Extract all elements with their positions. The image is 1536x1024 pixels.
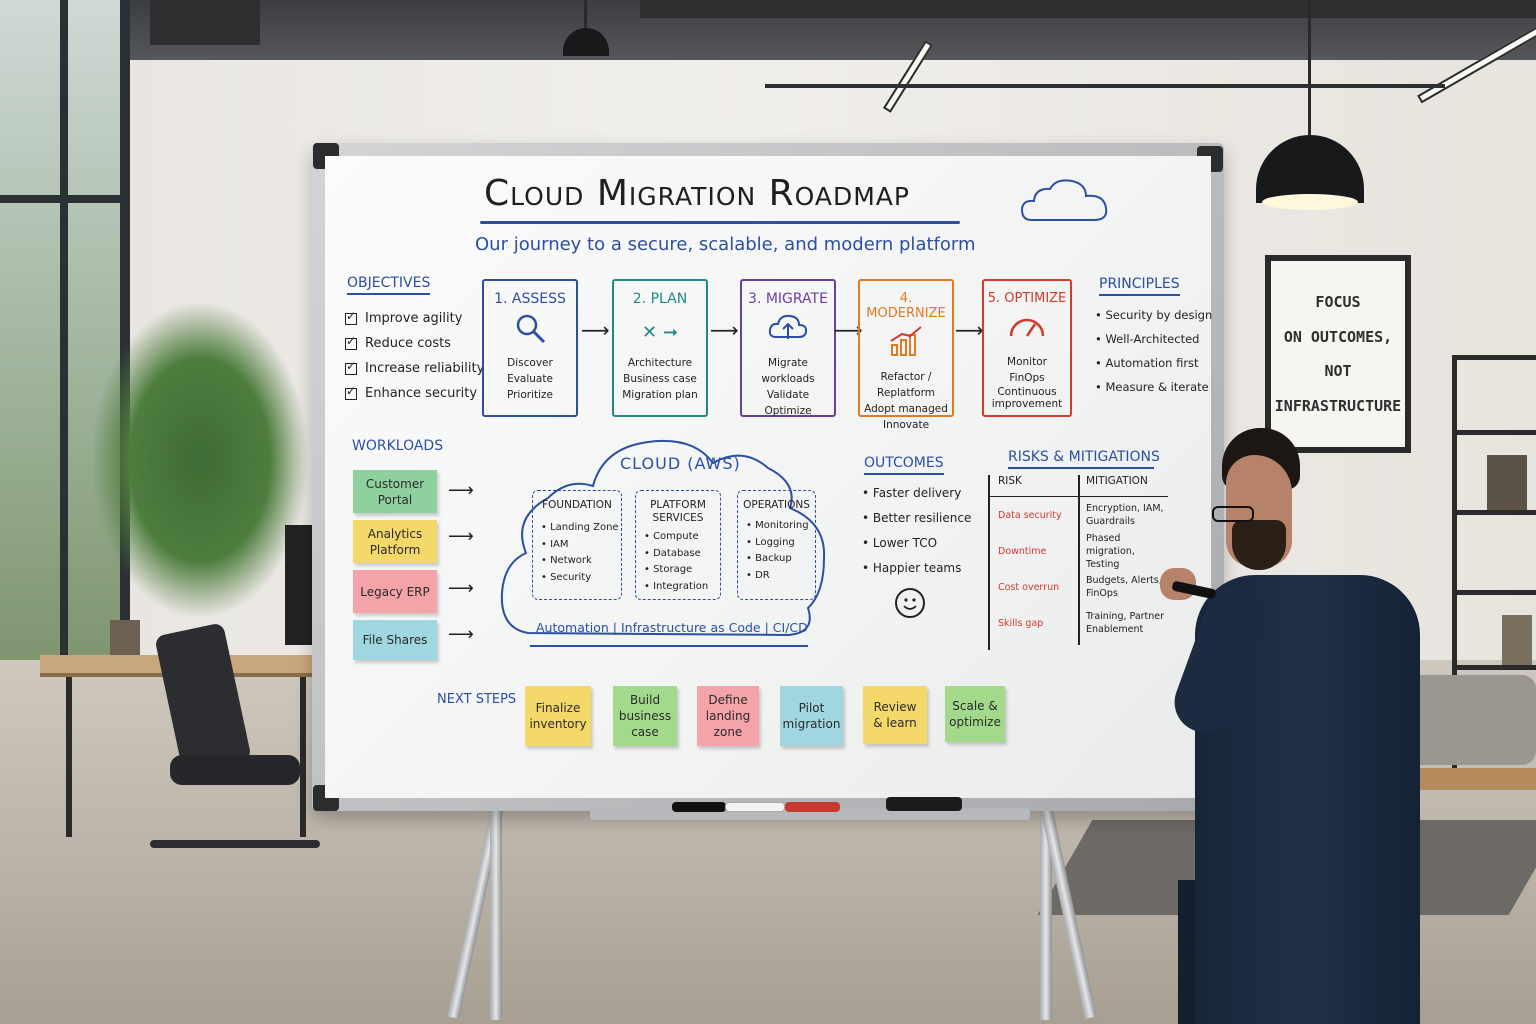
plant [90,300,310,620]
outcome-item: • Lower TCO [862,536,938,550]
principle-item: • Security by design [1095,308,1213,322]
poster-line: FOCUS [1315,293,1361,311]
objective-item: Enhance security [345,381,484,406]
next-step-sticky-note: Finalize inventory [525,686,591,746]
arrow-right-icon: ⟶ [710,318,739,342]
arrow-right-icon: ⟶ [834,318,863,342]
board-title: Cloud Migration Roadmap [484,173,910,214]
next-step-sticky-note: Build business case [613,686,677,746]
gauge-icon [984,310,1070,354]
outcome-item: • Faster delivery [862,486,962,500]
cloud-section-foundation: FOUNDATION • Landing Zone• IAM• Network•… [532,490,622,600]
easel-leg [1040,800,1052,1020]
whiteboard [325,156,1211,798]
objective-item: Improve agility [345,306,484,331]
workload-sticky-note: Analytics Platform [353,520,437,563]
board-subtitle: Our journey to a secure, scalable, and m… [475,234,976,255]
checkbox-icon [345,384,357,400]
ceiling-duct [640,0,1536,18]
cloud-icon [1020,179,1108,221]
objectives-heading: OBJECTIVES [347,275,431,295]
workload-sticky-note: File Shares [353,620,437,660]
outcome-item: • Happier teams [862,561,962,575]
outcomes-heading: OUTCOMES [864,455,944,475]
plan-icon: ✕ ➞ [642,322,678,343]
cloud-title: CLOUD (AWS) [620,454,741,473]
principles-list: • Security by design • Well-Architected … [1095,308,1212,404]
cloud-section-platform-services: PLATFORM SERVICES • Compute• Database• S… [635,490,721,600]
cloud-section-operations: OPERATIONS • Monitoring• Logging• Backup… [737,490,816,600]
chair-seat [170,755,300,785]
next-step-sticky-note: Define landing zone [697,686,759,746]
poster-line: ON OUTCOMES, [1283,327,1393,346]
growth-chart-icon [860,325,952,369]
chair-base [150,840,320,848]
ceiling-beam [150,0,260,45]
objective-item: Reduce costs [345,331,484,356]
glasses [1212,506,1254,522]
next-step-sticky-note: Review & learn [863,686,927,744]
wall-poster: FOCUS ON OUTCOMES, NOT INFRASTRUCTURE [1265,255,1411,453]
next-step-sticky-note: Scale & optimize [945,686,1005,742]
marker [725,802,785,812]
easel-leg [490,800,502,1020]
smiley-icon [895,588,925,618]
poster-line: INFRASTRUCTURE [1274,396,1402,415]
principles-heading: PRINCIPLES [1099,276,1180,296]
person-beard [1232,520,1286,570]
next-step-sticky-note: Pilot migration [780,686,843,746]
objectives-list: Improve agility Reduce costs Increase re… [345,306,484,406]
title-underline [480,221,960,224]
monitor [285,525,315,645]
arrow-right-icon: ⟶ [448,578,474,599]
poster-line: NOT [1324,362,1352,380]
outcomes-list: • Faster delivery • Better resilience • … [862,486,971,586]
checkbox-icon [345,334,357,350]
risks-table-header: RISK MITIGATION [988,475,1168,497]
principle-item: • Well-Architected [1095,332,1200,346]
workloads-heading: WORKLOADS [352,438,444,454]
risks-heading: RISKS & MITIGATIONS [1008,449,1160,469]
workload-sticky-note: Legacy ERP [353,570,437,613]
arrow-right-icon: ⟶ [955,318,984,342]
coffee-table [1395,768,1536,790]
checkbox-icon [345,359,357,375]
bookshelf [1452,355,1536,785]
cloud-footer: Automation | Infrastructure as Code | CI… [536,620,808,635]
next-steps-heading: NEXT STEPS [437,692,517,707]
workload-sticky-note: Customer Portal [353,470,437,513]
arrow-right-icon: ⟶ [448,526,474,547]
checkbox-icon [345,309,357,325]
principle-item: • Automation first [1095,356,1199,370]
cloud-aws-outline [500,439,826,637]
eraser [886,797,962,811]
outcome-item: • Better resilience [862,511,972,525]
sofa [1400,675,1536,765]
arrow-right-icon: ⟶ [448,480,474,501]
magnifier-icon [484,311,576,355]
arrow-right-icon: ⟶ [581,318,610,342]
cloud-upload-icon [742,311,834,355]
objective-item: Increase reliability [345,356,484,381]
principle-item: • Measure & iterate [1095,380,1209,394]
marker [672,802,726,812]
arrow-right-icon: ⟶ [448,624,474,645]
marker [785,802,840,812]
